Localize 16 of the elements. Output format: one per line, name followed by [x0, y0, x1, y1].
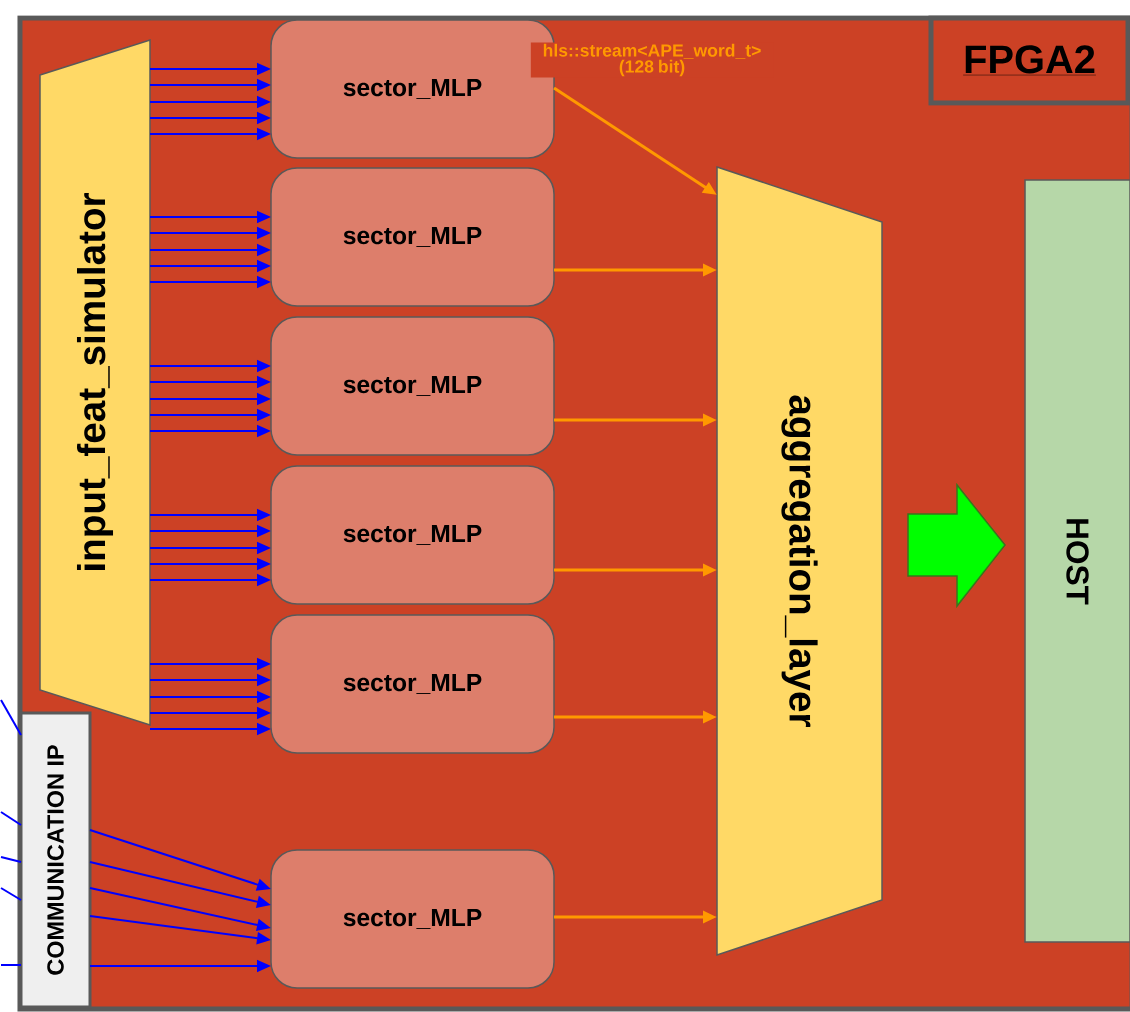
title-box: FPGA2 — [928, 15, 1130, 106]
connector-line — [0, 887, 22, 901]
host-box: HOST — [1024, 179, 1130, 943]
connector-line — [0, 699, 22, 736]
process-box: sector_MLP — [270, 167, 555, 307]
connector-line — [0, 811, 22, 826]
connector-line — [0, 964, 22, 966]
process-box: sector_MLP — [270, 614, 555, 754]
process-box: sector_MLP — [270, 316, 555, 456]
communication-box: COMMUNICATION IP — [19, 711, 92, 1009]
edge-label: hls::stream<APE_word_t> (128 bit) — [530, 42, 774, 78]
trapezoid-block: input_feat_simulator — [39, 38, 151, 727]
process-box: sector_MLP — [270, 849, 555, 989]
block-arrow — [907, 482, 1006, 609]
connector-line — [0, 856, 22, 863]
process-box: sector_MLP — [270, 465, 555, 605]
